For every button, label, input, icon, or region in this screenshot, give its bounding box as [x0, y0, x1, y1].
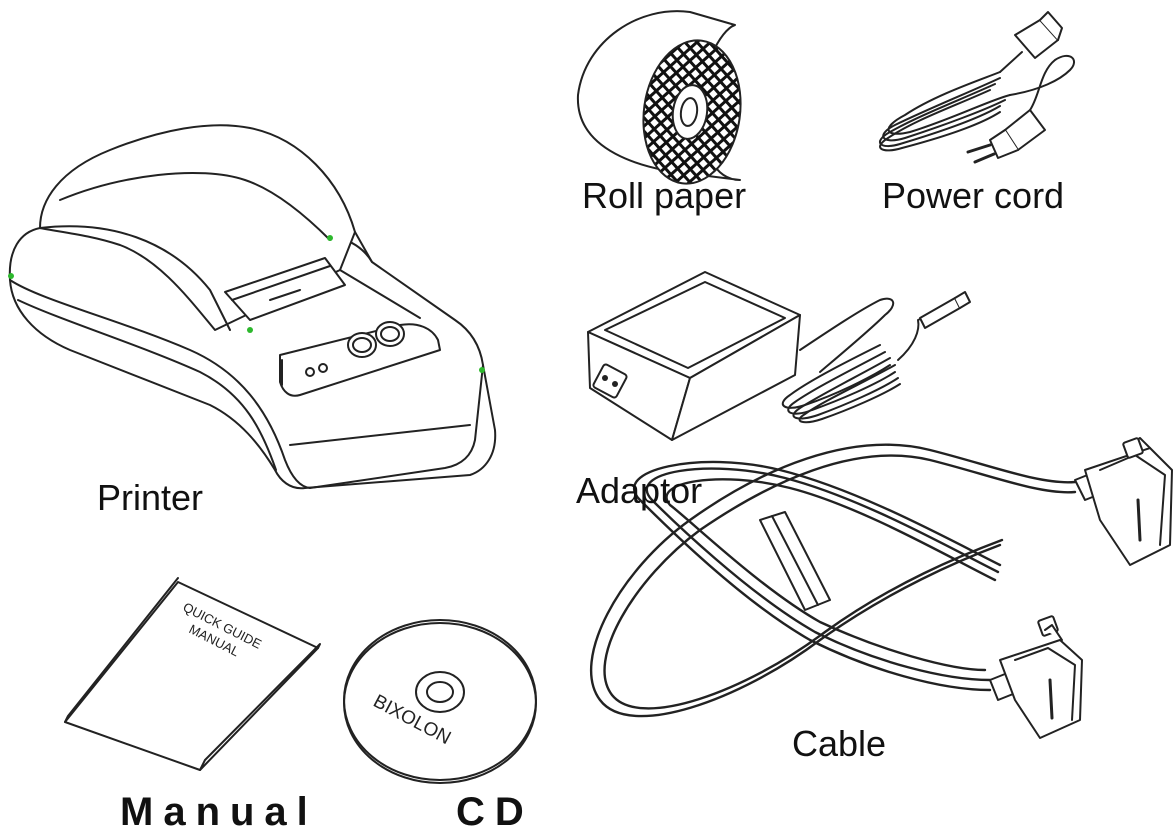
roll-paper-illustration [578, 11, 750, 190]
label-cd: CD [456, 790, 534, 834]
label-roll-paper: Roll paper [582, 175, 747, 216]
cable-illustration [591, 438, 1172, 738]
printer-illustration [8, 125, 495, 488]
label-manual: Manual [120, 790, 318, 834]
manual-illustration: QUICK GUIDE MANUAL [65, 578, 320, 770]
label-cable: Cable [792, 723, 887, 764]
adaptor-illustration [588, 272, 970, 440]
label-printer: Printer [97, 477, 204, 518]
power-cord-illustration [880, 12, 1074, 162]
cd-illustration: BIXOLON [344, 620, 536, 783]
label-adaptor: Adaptor [576, 470, 703, 511]
label-power-cord: Power cord [882, 175, 1065, 216]
